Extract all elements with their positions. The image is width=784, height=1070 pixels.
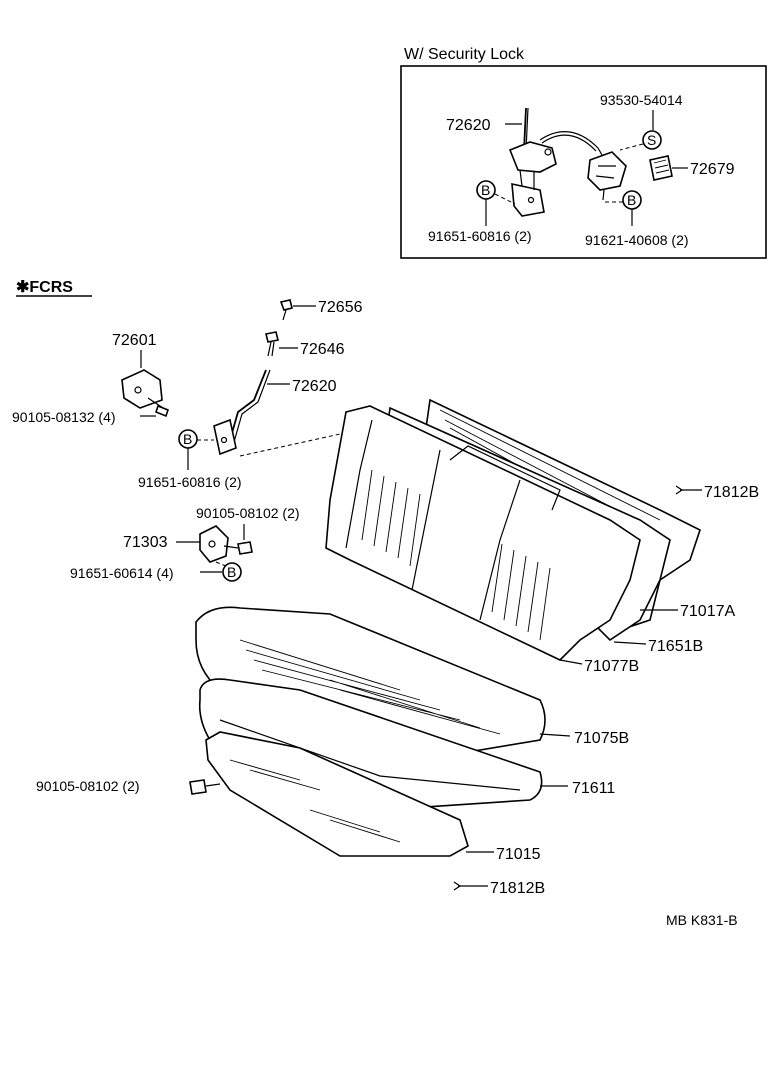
b-symbol-text-left: B — [481, 182, 490, 198]
seat-back-drawing — [325, 398, 701, 661]
label-91651-60816: 91651-60816 (2) — [138, 474, 242, 490]
label-71611: 71611 — [572, 780, 615, 797]
security-lock-inset: W/ Security Lock 72620 93530-54014 S — [400, 46, 767, 259]
part-72646-drawing — [265, 331, 279, 357]
label-90105-08102-top: 90105-08102 (2) — [196, 505, 300, 521]
footer-code: MB K831-B — [666, 912, 738, 928]
part-72656-drawing — [279, 299, 293, 321]
part-72620-drawing — [213, 369, 271, 456]
label-71651B: 71651B — [648, 638, 703, 655]
label-71077B: 71077B — [584, 658, 639, 675]
label-72601: 72601 — [112, 332, 157, 349]
b-symbol-text-60816: B — [183, 431, 192, 447]
inset-label-91651: 91651-60816 (2) — [428, 228, 532, 244]
label-71017A: 71017A — [680, 603, 735, 620]
inset-label-72620: 72620 — [446, 117, 491, 134]
label-71812B-bottom: 71812B — [490, 880, 545, 897]
part-71303-drawing — [199, 525, 239, 563]
label-72646: 72646 — [300, 341, 345, 358]
part-72601-drawing — [121, 369, 169, 418]
label-90105-08132: 90105-08132 (4) — [12, 409, 116, 425]
b-symbol-text-60614: B — [227, 564, 236, 580]
s-symbol-icon — [642, 130, 662, 150]
label-71812B-top: 71812B — [704, 484, 759, 501]
b-symbol-icon-60614 — [222, 562, 242, 582]
inset-rod-drawing — [508, 107, 607, 217]
label-71075B: 71075B — [574, 730, 629, 747]
fcrs-label: ✱FCRS — [16, 279, 73, 296]
label-91651-60614: 91651-60614 (4) — [70, 565, 174, 581]
label-72656: 72656 — [318, 299, 363, 316]
label-72620: 72620 — [292, 378, 337, 395]
label-90105-08102-bottom: 90105-08102 (2) — [36, 778, 140, 794]
inset-label-91621: 91621-40608 (2) — [585, 232, 689, 248]
part-90105-08102-top-drawing — [237, 541, 253, 555]
inset-frame — [400, 65, 767, 259]
inset-title: W/ Security Lock — [404, 46, 525, 63]
b-symbol-text-right: B — [627, 192, 636, 208]
inset-lock-drawing — [587, 151, 673, 201]
seat-cushion-drawing — [195, 606, 546, 857]
inset-label-93530: 93530-54014 — [600, 92, 683, 108]
part-90105-08102-bottom-drawing — [189, 779, 221, 795]
s-symbol-text: S — [647, 132, 656, 148]
inset-label-72679: 72679 — [690, 161, 735, 178]
label-71015: 71015 — [496, 846, 541, 863]
label-71303: 71303 — [123, 534, 168, 551]
